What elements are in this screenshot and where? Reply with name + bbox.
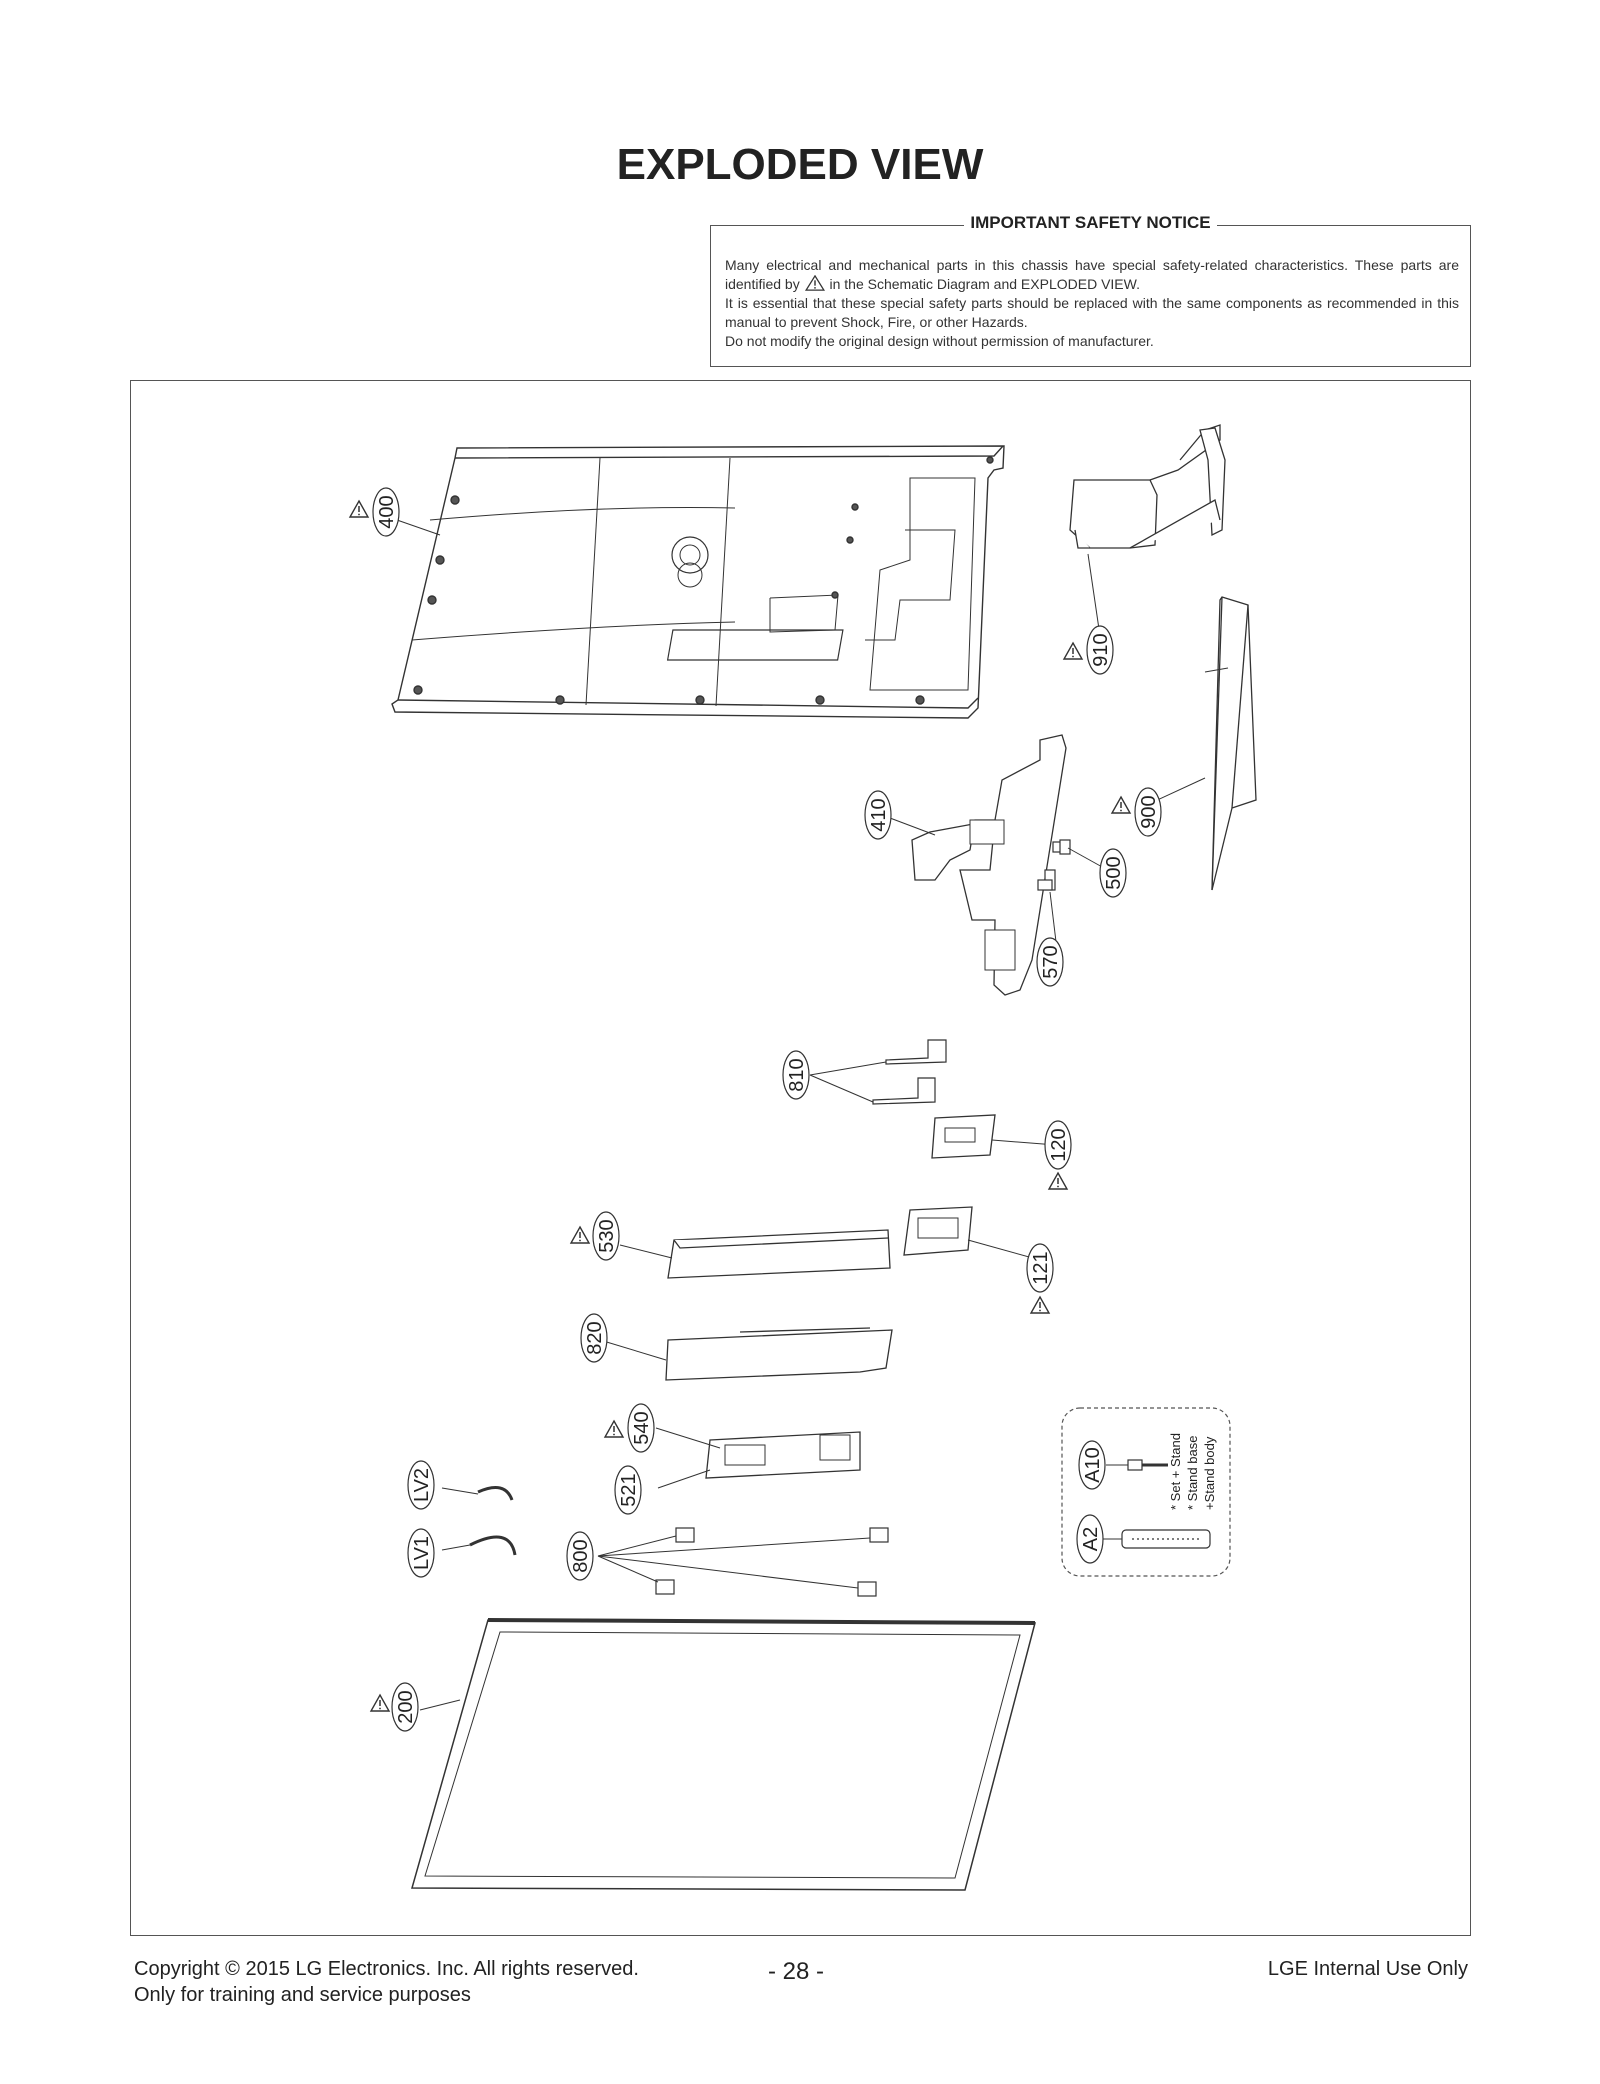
cable-lv2-part [477,1486,514,1501]
board-121-part [903,1206,973,1256]
shield-820-part [665,1327,893,1381]
svg-text:570: 570 [1040,945,1062,978]
callout-lv1: LV1 [407,1528,435,1578]
safety-notice-heading: IMPORTANT SAFETY NOTICE [964,213,1217,232]
small-part-570 [1037,869,1056,891]
board-120-part [931,1114,996,1159]
svg-text:540: 540 [631,1411,653,1444]
svg-text:120: 120 [1048,1128,1070,1161]
svg-text:A10: A10 [1082,1447,1104,1483]
svg-text:400: 400 [376,495,398,528]
power-board-530-part [667,1229,891,1279]
callout-800: 800 [566,1531,594,1581]
small-part-500 [1052,839,1071,855]
svg-text:810: 810 [786,1058,808,1091]
safety-notice-body: Many electrical and mechanical parts in … [725,256,1459,351]
svg-text:820: 820 [584,1321,606,1354]
notice-line-1b: in the Schematic Diagram and EXPLODED VI… [829,276,1140,292]
svg-text:530: 530 [596,1219,618,1252]
callout-410: 410 [864,790,892,840]
bracket-810-parts [872,1039,947,1105]
svg-text:910: 910 [1090,633,1112,666]
exploded-view-frame [130,380,1471,1936]
callout-570: 570 [1036,937,1064,987]
svg-text:521: 521 [618,1473,640,1506]
callout-500: 500 [1099,848,1127,898]
callout-521: 521 [614,1465,642,1515]
remote-a2-part [1121,1529,1211,1549]
stand-body-part [1069,424,1226,549]
note-stand-body: +Stand body [1202,1436,1217,1510]
callout-810: 810 [782,1050,810,1100]
main-board-540-part [705,1431,861,1479]
svg-text:500: 500 [1103,856,1125,889]
back-cover-part [391,445,1005,719]
holder-800-parts [655,1527,889,1597]
notice-line-3: Do not modify the original design withou… [725,333,1154,349]
callout-a10: A10 [1078,1440,1106,1490]
footer-internal: LGE Internal Use Only [1267,1958,1468,1980]
footer-copyright: Copyright © 2015 LG Electronics. Inc. Al… [134,1958,639,1980]
callout-530: 530 [592,1211,620,1261]
footer-purpose: Only for training and service purposes [134,1984,471,2006]
callout-a2: A2 [1076,1514,1104,1564]
cable-lv1-part [469,1535,517,1556]
callout-820: 820 [580,1313,608,1363]
svg-text:121: 121 [1030,1251,1052,1284]
svg-text:800: 800 [570,1539,592,1572]
svg-text:900: 900 [1138,795,1160,828]
callout-900: 900 [1134,787,1162,837]
callout-400: 400 [372,487,400,537]
notice-line-2: It is essential that these special safet… [725,295,1459,330]
safety-notice-box: IMPORTANT SAFETY NOTICE Many electrical … [710,213,1471,367]
warning-triangle-icon [804,275,825,291]
callout-121: 121 [1026,1243,1054,1293]
svg-text:200: 200 [395,1690,417,1723]
lcd-panel-part [411,1618,1036,1891]
accessory-box: * Set + Stand * Stand base +Stand body [1061,1407,1231,1577]
callout-910: 910 [1086,625,1114,675]
callout-200: 200 [391,1682,419,1732]
callout-lv2: LV2 [407,1460,435,1510]
note-stand-base: * Stand base [1185,1436,1200,1510]
stand-base-part [1204,596,1257,891]
page-number: - 28 - [768,1958,825,1985]
callout-540: 540 [627,1403,655,1453]
svg-text:LV2: LV2 [411,1468,433,1502]
svg-text:A2: A2 [1080,1527,1102,1551]
screw-a10-part [1127,1459,1168,1471]
svg-text:LV1: LV1 [411,1536,433,1570]
svg-text:410: 410 [868,798,890,831]
notice-line-1: Many electrical and mechanical parts in … [725,257,1459,292]
callout-120: 120 [1044,1120,1072,1170]
main-bracket-part [911,734,1067,996]
note-set-stand: * Set + Stand [1168,1433,1183,1510]
page-title: EXPLODED VIEW [616,140,984,189]
